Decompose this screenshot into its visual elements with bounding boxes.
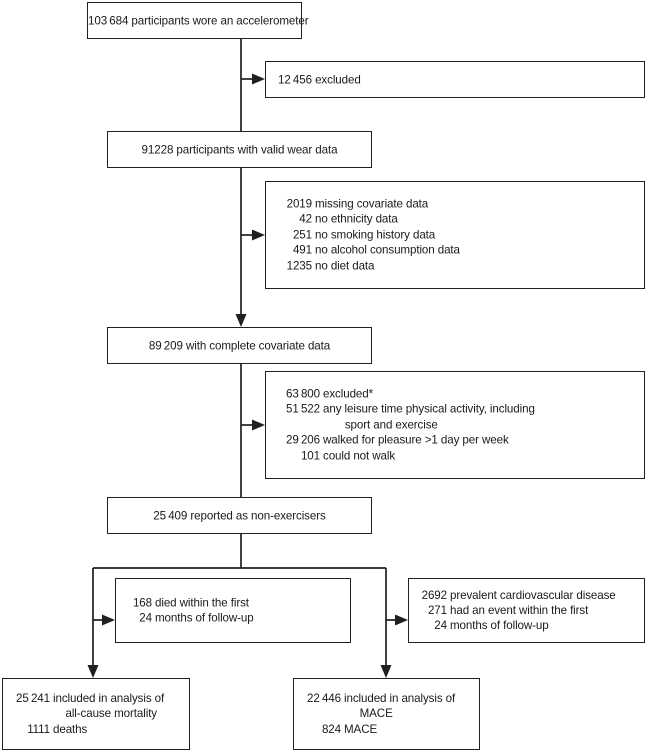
list-item: sport and exercise <box>278 417 535 432</box>
row-label: deaths <box>53 722 88 736</box>
row-number: 24 <box>434 619 447 633</box>
row-label: MACE <box>344 707 393 721</box>
list-item: 29 206 walked for pleasure >1 day per we… <box>278 433 535 448</box>
row-label: included in analysis of <box>344 691 456 705</box>
row-number: 491 <box>292 243 312 257</box>
arrow-into-cvd-box <box>395 614 408 626</box>
arrow-into-mace <box>380 665 392 678</box>
node-excluded-63800: 63 800 excluded* 51 522 any leisure time… <box>265 371 645 479</box>
row-label: months of follow-up <box>155 611 254 625</box>
list-item: MACE <box>303 706 455 721</box>
node-died-first-24-months: 168 died within the first 24 months of f… <box>115 578 351 643</box>
row-label: no smoking history data <box>315 228 436 242</box>
row-number: 824 <box>321 722 341 736</box>
node-missing-covariate: 2019 missing covariate data 42 no ethnic… <box>265 181 645 289</box>
row-label: no ethnicity data <box>315 212 398 226</box>
node-valid-wear-text: 91228 participants with valid wear data <box>141 142 338 156</box>
row-number: 2692 <box>421 588 448 602</box>
list-item: 51 522 any leisure time physical activit… <box>278 402 535 417</box>
row-number: 24 <box>139 611 152 625</box>
row-label: could not walk <box>323 449 396 463</box>
list-item: all-cause mortality <box>12 706 164 721</box>
row-number: 101 <box>300 449 320 463</box>
row-number: 2019 <box>286 197 313 211</box>
node-excluded-63800-list: 63 800 excluded* 51 522 any leisure time… <box>278 386 535 463</box>
row-label: excluded* <box>323 387 374 401</box>
list-item: 101 could not walk <box>278 448 535 463</box>
node-accelerometer-text: 103 684 participants wore an acceleromet… <box>88 13 309 27</box>
row-label: missing covariate data <box>315 197 429 211</box>
list-item: 491 no alcohol consumption data <box>278 243 460 258</box>
row-number: 25 241 <box>16 691 50 705</box>
node-mace-analysis: 22 446 included in analysis of MACE 824 … <box>293 678 480 750</box>
arrow-into-died-box <box>102 614 115 626</box>
row-label: no diet data <box>315 259 375 273</box>
list-item: 1111 deaths <box>12 722 164 737</box>
node-non-exercisers-text: 25 409 reported as non-exercisers <box>153 508 326 522</box>
list-item: 824 MACE <box>303 722 455 737</box>
node-prevalent-cvd: 2692 prevalent cardiovascular disease 27… <box>408 578 645 643</box>
node-mace-list: 22 446 included in analysis of MACE 824 … <box>303 691 455 737</box>
row-label: included in analysis of <box>53 691 165 705</box>
row-number: 51 522 <box>286 402 320 416</box>
list-item: 2019 missing covariate data <box>278 196 460 211</box>
list-item: 24 months of follow-up <box>419 618 616 633</box>
node-died-list: 168 died within the first 24 months of f… <box>128 595 254 626</box>
row-label: MACE <box>344 722 378 736</box>
node-non-exercisers: 25 409 reported as non-exercisers <box>107 497 372 534</box>
node-all-cause-list: 25 241 included in analysis of all-cause… <box>12 691 164 737</box>
list-item: 2692 prevalent cardiovascular disease <box>419 587 616 602</box>
node-valid-wear: 91228 participants with valid wear data <box>107 131 372 168</box>
list-item: 1235 no diet data <box>278 258 460 273</box>
node-accelerometer: 103 684 participants wore an acceleromet… <box>87 2 309 39</box>
row-number: 63 800 <box>286 387 320 401</box>
list-item: 25 241 included in analysis of <box>12 691 164 706</box>
list-item: 271 had an event within the first <box>419 603 616 618</box>
list-item: 63 800 excluded* <box>278 386 535 401</box>
node-all-cause-mortality-analysis: 25 241 included in analysis of all-cause… <box>2 678 190 750</box>
row-number: 1111 <box>27 722 50 736</box>
row-label: any leisure time physical activity, incl… <box>323 402 535 416</box>
row-label: all-cause mortality <box>53 707 158 721</box>
row-number: 271 <box>427 603 447 617</box>
list-item: 251 no smoking history data <box>278 227 460 242</box>
node-excluded-12456: 12 456 excluded <box>265 61 645 98</box>
arrow-into-excluded-12456 <box>252 73 265 85</box>
arrow-into-excluded-63800 <box>252 419 265 431</box>
row-label: months of follow-up <box>450 619 549 633</box>
arrow-into-all-cause <box>87 665 99 678</box>
list-item: 24 months of follow-up <box>128 611 254 626</box>
row-label: walked for pleasure >1 day per week <box>323 433 509 447</box>
node-prevalent-cvd-list: 2692 prevalent cardiovascular disease 27… <box>419 587 616 633</box>
arrow-into-missing-covariate <box>252 229 265 241</box>
row-label: died within the first <box>155 596 249 610</box>
row-number: 1235 <box>286 259 313 273</box>
row-number: 22 446 <box>307 691 341 705</box>
list-item: 22 446 included in analysis of <box>303 691 455 706</box>
arrow-into-complete-covariate <box>235 314 247 327</box>
node-missing-covariate-list: 2019 missing covariate data 42 no ethnic… <box>278 196 460 273</box>
node-excluded-12456-text: 12 456 excluded <box>278 72 361 86</box>
node-complete-covariate: 89 209 with complete covariate data <box>107 327 372 364</box>
row-number: 168 <box>132 596 152 610</box>
row-label: no alcohol consumption data <box>315 243 460 257</box>
row-number: 251 <box>292 228 312 242</box>
row-number: 42 <box>299 212 312 226</box>
node-complete-covariate-text: 89 209 with complete covariate data <box>148 338 331 352</box>
row-label: sport and exercise <box>323 418 438 432</box>
list-item: 42 no ethnicity data <box>278 212 460 227</box>
row-label: had an event within the first <box>450 603 589 617</box>
row-label: prevalent cardiovascular disease <box>450 588 616 602</box>
list-item: 168 died within the first <box>128 595 254 610</box>
row-number: 29 206 <box>286 433 320 447</box>
